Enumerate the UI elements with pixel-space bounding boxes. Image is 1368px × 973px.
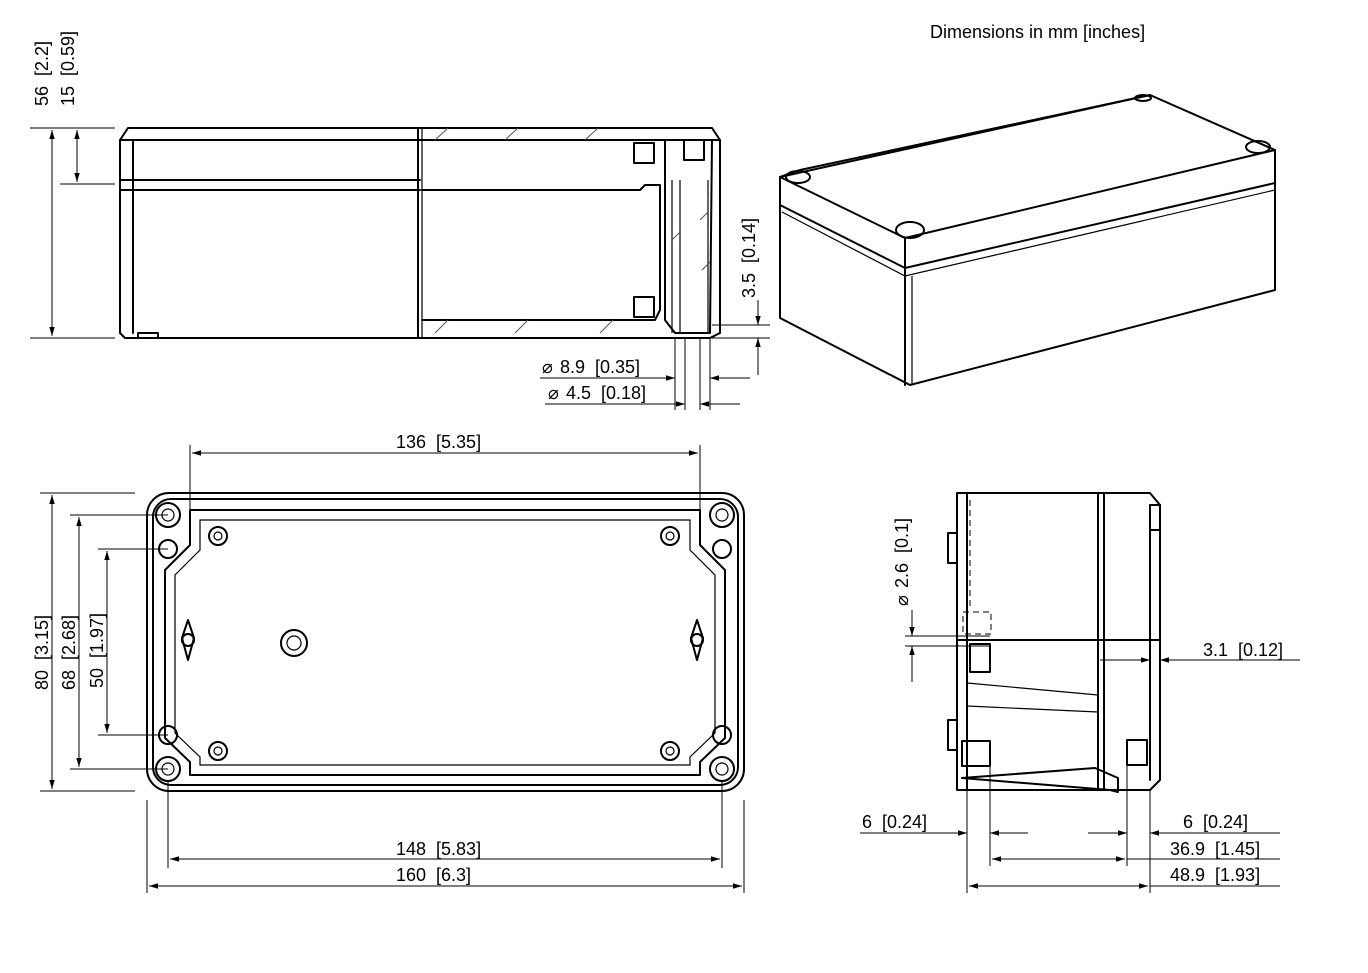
end-dim-48-9: 48.9 [1.93] (1170, 865, 1260, 885)
side-view-latch-bottom (633, 296, 655, 318)
top-dim-outer-height: 80 [3.15] (32, 615, 52, 690)
iso-lid-front-edge (779, 149, 1276, 239)
keyhole-left (181, 619, 195, 661)
corner-screw-tr (709, 502, 735, 528)
end-view-latch (969, 643, 991, 673)
side-dim-lid-height: 15 [0.59] (58, 31, 78, 106)
end-dim-left-6: 6 [0.24] (862, 812, 927, 832)
side-dim-hinge-offset: 3.5 [0.14] (739, 218, 759, 298)
top-view: 136 [5.35] 80 [3.15] 68 [2.68] 50 [1.97]… (32, 432, 745, 893)
side-dim-dia-inner-symbol: ⌀ (548, 383, 559, 403)
side-view-latch-top (633, 142, 655, 164)
end-dim-36-9: 36.9 [1.45] (1170, 839, 1260, 859)
iso-screw-right (1245, 140, 1271, 154)
iso-screw-back (1134, 94, 1152, 102)
top-dim-inner-width: 136 [5.35] (396, 432, 481, 452)
side-dim-dia-inner: 4.5 [0.18] (566, 383, 646, 403)
boss-bl (208, 741, 228, 761)
mount-hole-tr (712, 539, 732, 559)
side-view-hinge (664, 139, 713, 334)
top-view-inner-rim (164, 509, 726, 776)
top-view-outer (146, 492, 745, 792)
top-dim-160: 160 [6.3] (396, 865, 471, 885)
end-dim-right-6: 6 [0.24] (1183, 812, 1248, 832)
end-dim-hole-dia: 2.6 [0.1] (892, 518, 912, 588)
isometric-view (779, 94, 1276, 386)
top-dim-148: 148 [5.83] (396, 839, 481, 859)
end-dim-lip: 3.1 [0.12] (1203, 640, 1283, 660)
end-dim-hole-dia-symbol: ⌀ (892, 595, 912, 606)
end-view-outline (956, 492, 1161, 791)
top-dim-50: 50 [1.97] (87, 613, 107, 688)
iso-screw-left (785, 170, 811, 184)
corner-screw-br (709, 756, 735, 782)
side-dim-dia-outer-symbol: ⌀ (542, 357, 553, 377)
center-plug (280, 629, 308, 657)
iso-lid-seam (779, 182, 1276, 269)
mount-hole-br (712, 725, 732, 745)
iso-screw-front (895, 221, 925, 239)
keyhole-right (690, 619, 704, 661)
boss-tl (208, 526, 228, 546)
side-view-body-outline (119, 127, 721, 339)
end-view-hinge-strip (961, 767, 1119, 793)
boss-tr (660, 526, 680, 546)
top-dim-68: 68 [2.68] (59, 615, 79, 690)
side-dim-height-total: 56 [2.2] (32, 41, 52, 106)
drawing-title: Dimensions in mm [inches] (930, 22, 1145, 42)
side-view: 56 [2.2] 15 [0.59] 3.5 [0.14] ⌀ 8.9 [0.3… (30, 31, 770, 410)
side-view-section (421, 184, 661, 321)
side-dim-dia-outer: 8.9 [0.35] (560, 357, 640, 377)
boss-br (660, 741, 680, 761)
end-view: ⌀ 2.6 [0.1] 3.1 [0.12] 6 [0.24] 6 [0.24]… (860, 492, 1300, 893)
